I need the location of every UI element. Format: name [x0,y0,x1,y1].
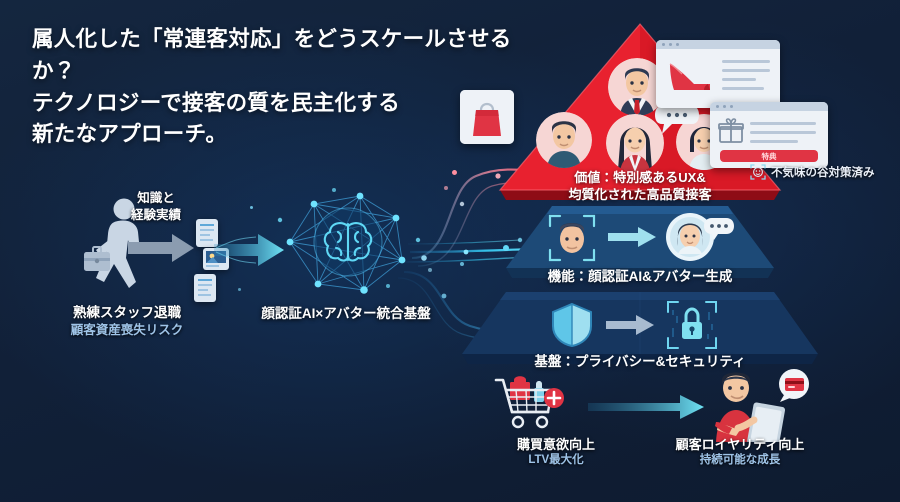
talent-loss-caption: 熟練スタッフ退職 顧客資産喪失リスク [22,304,232,339]
card-dot [723,105,726,108]
convergence-arrow-icon [214,234,284,266]
decorative-speck [452,170,457,175]
person-with-tablet-icon [715,369,809,442]
arrow-right-icon [608,227,656,247]
outcome-right-caption: 顧客ロイヤリティ向上 持続可能な成長 [650,436,830,468]
card-text-line [750,122,816,125]
outcome-left-line1: 購買意欲向上 [516,437,595,452]
outcome-left-caption: 購買意欲向上 LTV最大化 [466,436,646,468]
face-scan-icon [548,214,596,262]
decorative-speck [460,262,464,266]
product-card[interactable] [656,40,780,108]
high-heel-shoe-icon [669,63,710,90]
pyramid-tier-function-label: 機能：顔認証AI&アバター生成 [547,269,733,284]
card-title-bar [656,40,780,49]
reward-card[interactable]: 特典 [710,102,828,168]
avatar-with-speech-bubble-icon [666,213,734,261]
knowledge-flow-label: 知識と 経験実績 [130,191,181,222]
brain-network-icon [277,188,421,294]
card-dot [716,105,719,108]
document-icon [194,274,216,302]
page-title: 属人化した「常連客対応」をどうスケールさせるか？ テクノロジーで接客の質を民主化… [32,27,512,147]
talent-loss-line2: 顧客資産喪失リスク [70,323,184,338]
card-text-line [722,87,764,90]
padlock-scan-icon [667,301,717,349]
pyramid-tier-value-label: 価値：特別感あるUX& 均質化された高品質接客 [568,170,712,202]
card-text-line [750,140,798,143]
card-dot [662,43,665,46]
uncanny-valley-label: 不気味の谷対策済み [771,167,875,179]
platform-caption: 顔認証AI×アバター統合基盤 [261,306,431,321]
arrow-right-icon [606,315,654,335]
right-arrow-icon [128,234,194,262]
avatar-female-long-hair [606,114,664,172]
gift-box-icon [718,118,744,143]
decorative-speck [238,288,241,291]
chat-bubble-icon [655,106,699,134]
outcome-row: 購買意欲向上 LTV最大化 顧客ロイヤリティ向上 持続可能な成長 [480,369,880,498]
card-dot [730,105,733,108]
shield-icon [552,302,592,348]
card-title-bar [710,102,828,111]
reward-button[interactable]: 特典 [720,150,818,162]
card-text-line [722,78,756,81]
card-dot [676,43,679,46]
decorative-speck [250,206,253,209]
outcome-right-line2: 持続可能な成長 [699,454,781,467]
pyramid-tier-foundation-label: 基盤：プライバシー&セキュリティ [534,354,746,369]
smiley-face-scan-icon [750,164,766,180]
talent-loss-line1: 熟練スタッフ退職 [73,305,181,320]
talent-loss-group: 熟練スタッフ退職 顧客資産喪失リスク [36,196,216,346]
walking-businessperson-icon [84,198,140,288]
card-text-line [722,60,770,63]
document-icon [196,219,218,247]
decorative-speck [444,186,448,190]
outcome-right-line1: 顧客ロイヤリティ向上 [675,437,805,452]
avatar-male-casual [536,112,592,168]
card-text-line [750,131,816,134]
card-dot [669,43,672,46]
right-arrow-icon [588,395,704,419]
card-text-line [722,69,770,72]
outcome-left-line2: LTV最大化 [528,454,584,467]
uncanny-valley-badge: 不気味の谷対策済み [750,164,875,180]
shopping-bag-card[interactable] [460,90,514,144]
shopping-cart-plus-icon [494,376,564,429]
avatar-male-suit [608,58,666,116]
value-pyramid: 基盤：プライバシー&セキュリティ [440,10,840,380]
